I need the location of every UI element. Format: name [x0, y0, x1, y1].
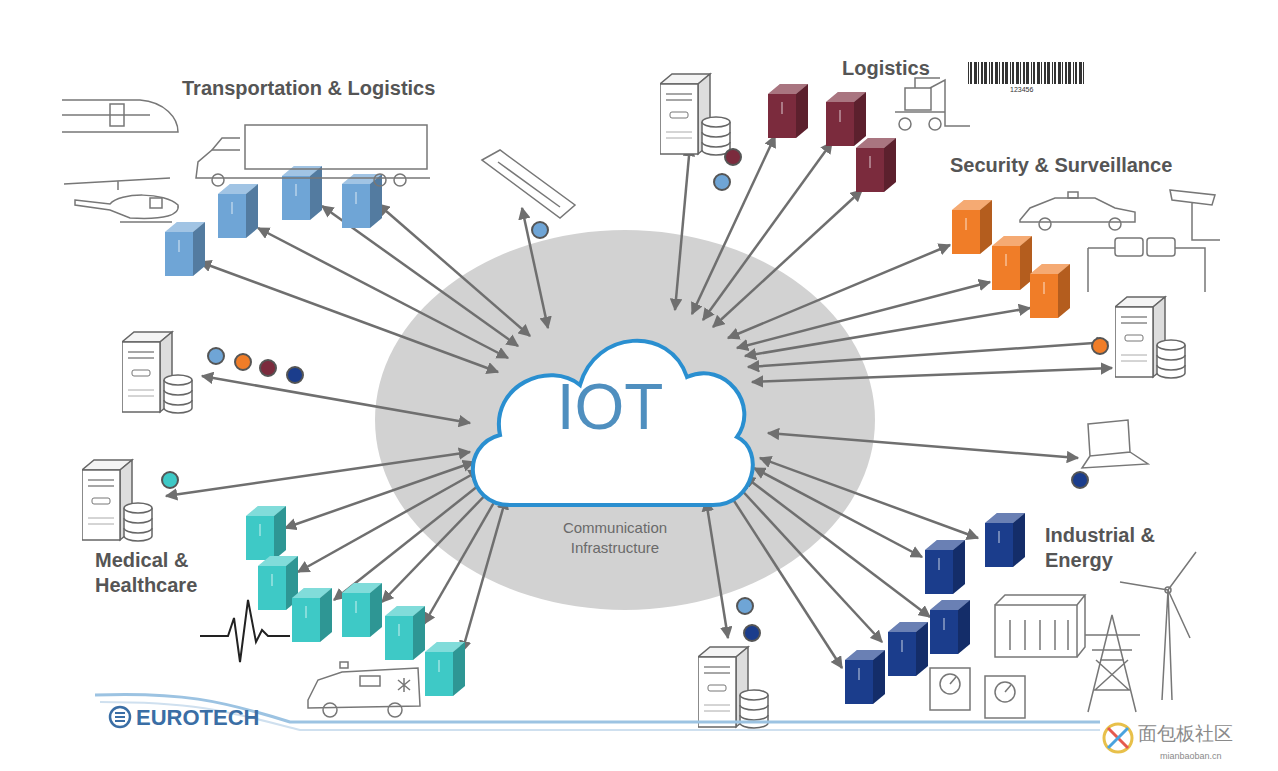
device-cube: [845, 650, 885, 704]
logo-mark: [110, 707, 130, 727]
server-icon: [122, 332, 192, 413]
device-cube: [246, 506, 286, 560]
device-cube: [282, 166, 322, 220]
vehicle-drawings: [62, 78, 1220, 718]
device-cube: [768, 84, 808, 138]
data-dot: [725, 149, 741, 165]
barcode: [968, 62, 1084, 84]
device-cube: [165, 222, 205, 276]
data-dot: [714, 174, 730, 190]
device-cube: [826, 92, 866, 146]
device-cube: [952, 200, 992, 254]
device-cube: [992, 236, 1032, 290]
section-heading: Security & Surveillance: [950, 153, 1172, 178]
watermark: 面包板社区: [1138, 722, 1233, 746]
data-dot: [1092, 338, 1108, 354]
device-cube: [925, 540, 965, 594]
section-heading: Logistics: [842, 56, 930, 81]
device-cube: [342, 174, 382, 228]
section-heading: Industrial & Energy: [1045, 523, 1185, 573]
device-cube: [888, 622, 928, 676]
device-cube: [856, 138, 896, 192]
device-cube: [425, 642, 465, 696]
device-cube: [342, 583, 382, 637]
device-cube: [292, 588, 332, 642]
section-heading: Medical & Healthcare: [95, 548, 245, 598]
watermark-mark: [1104, 724, 1132, 752]
watermark: mianbaoban.cn: [1160, 751, 1222, 762]
node-caption: Communication Infrastructure: [530, 518, 700, 559]
data-dot: [162, 472, 178, 488]
device-cube: [218, 184, 258, 238]
device-cube: [1030, 264, 1070, 318]
server-icon: [698, 647, 768, 728]
data-dot: [260, 360, 276, 376]
device-cube: [930, 600, 970, 654]
device-cube: [985, 513, 1025, 567]
server-icon: [82, 460, 152, 541]
data-dot: [235, 354, 251, 370]
iot-cloud: IOT: [455, 315, 765, 515]
company-logo: EUROTECH: [136, 704, 259, 732]
barcode-number: 123456: [1010, 86, 1033, 95]
data-dot: [737, 598, 753, 614]
section-heading: Transportation & Logistics: [182, 76, 435, 101]
data-dot: [1072, 472, 1088, 488]
data-dot: [532, 222, 548, 238]
server-icon: [660, 74, 730, 155]
node-title: IOT: [455, 375, 765, 439]
data-dot: [208, 348, 224, 364]
data-dot: [287, 367, 303, 383]
server-icon: [1115, 297, 1185, 378]
device-cube: [385, 606, 425, 660]
data-dot: [744, 625, 760, 641]
